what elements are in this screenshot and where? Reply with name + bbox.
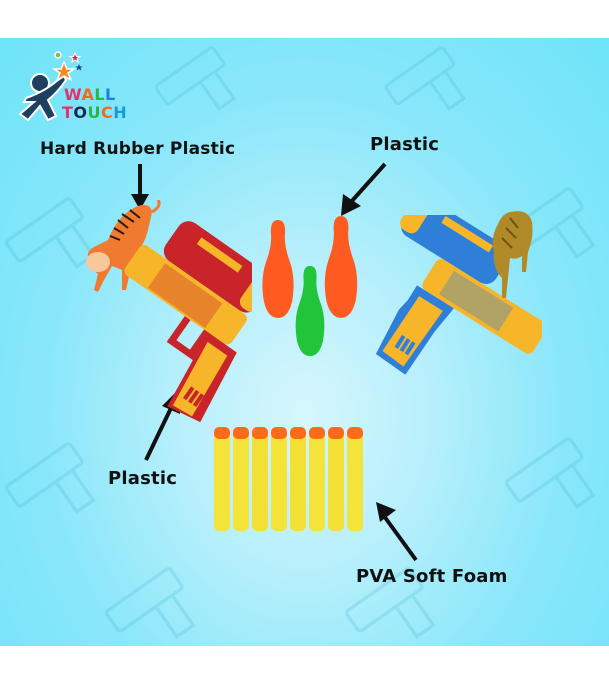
arrow-up-left-icon (376, 502, 418, 562)
tiger-toy (86, 200, 161, 292)
foam-dart (214, 427, 230, 531)
watermark-gun-icon (505, 437, 596, 509)
callout-hard-rubber-plastic: Hard Rubber Plastic (40, 139, 236, 159)
logo-line-2: TOUCH (62, 103, 128, 122)
watermark-gun-icon (5, 197, 96, 269)
animal-figurine-toy (492, 211, 533, 298)
watermark-gun-icon (5, 442, 96, 514)
brand-logo: WALL TOUCH (14, 50, 128, 130)
watermark-gun-icon (345, 567, 436, 639)
arrow-down-icon (131, 164, 149, 210)
arrow-down-left-icon (341, 162, 387, 216)
watermark-gun-icon (105, 567, 196, 639)
callout-pva-soft-foam: PVA Soft Foam (356, 566, 508, 587)
logo-figure-icon (18, 51, 83, 122)
callout-plastic-gun: Plastic (108, 468, 178, 489)
callout-plastic-pins: Plastic (370, 134, 440, 155)
watermark-gun-icon (384, 46, 467, 111)
red-blaster-gun (124, 221, 252, 423)
blue-blaster-gun (375, 215, 542, 375)
foam-darts-set (214, 427, 363, 531)
watermark-gun-icon (154, 46, 237, 111)
orange-bowling-pin (324, 216, 358, 318)
green-bowling-pin (295, 265, 325, 357)
orange-bowling-pin (262, 220, 294, 318)
logo-line-1: WALL (64, 85, 116, 104)
